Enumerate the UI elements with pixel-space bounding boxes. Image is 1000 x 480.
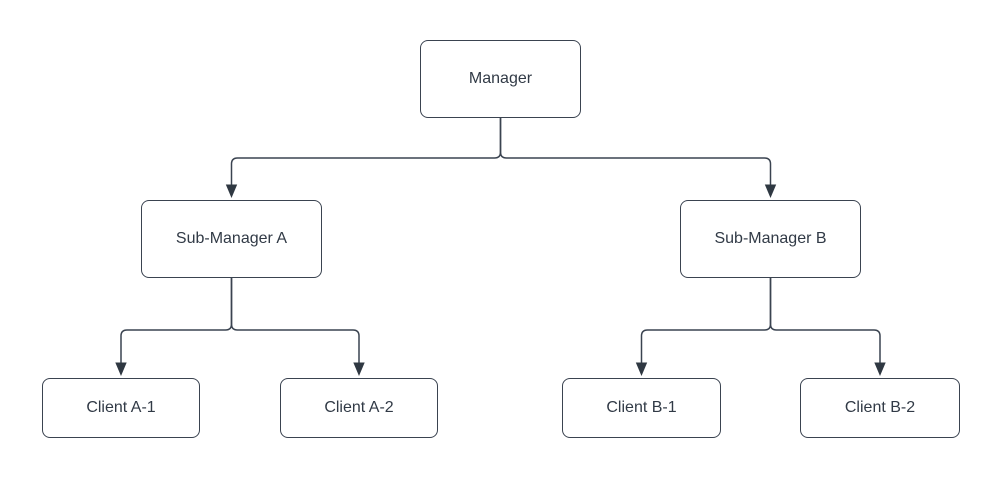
- arrowhead-client-a1: [115, 362, 127, 376]
- arrowhead-client-b1: [635, 362, 648, 376]
- edge-sub-manager-b-client-b1: [640, 278, 772, 364]
- node-client-a1: Client A-1: [42, 378, 200, 438]
- edge-sub-manager-a-client-a2: [230, 278, 360, 364]
- edge-manager-sub-manager-a: [230, 118, 502, 186]
- node-client-b2: Client B-2: [800, 378, 960, 438]
- node-client-a2-label: Client A-2: [324, 399, 394, 417]
- arrowhead-client-a2: [353, 362, 365, 376]
- node-client-b1: Client B-1: [562, 378, 721, 438]
- node-client-b1-label: Client B-1: [606, 399, 677, 417]
- arrowhead-sub-manager-a: [225, 184, 238, 198]
- node-sub-manager-a-label: Sub-Manager A: [175, 230, 288, 248]
- node-client-a1-label: Client A-1: [86, 399, 156, 417]
- edge-manager-sub-manager-b: [499, 118, 772, 186]
- node-sub-manager-b: Sub-Manager B: [680, 200, 861, 278]
- arrowhead-sub-manager-b: [764, 184, 777, 198]
- node-manager-label: Manager: [468, 70, 533, 88]
- node-sub-manager-a: Sub-Manager A: [141, 200, 322, 278]
- node-sub-manager-b-label: Sub-Manager B: [714, 230, 827, 248]
- arrowhead-client-b2: [874, 362, 886, 376]
- node-client-b2-label: Client B-2: [844, 399, 916, 417]
- edge-sub-manager-b-client-b2: [769, 278, 881, 364]
- node-client-a2: Client A-2: [280, 378, 438, 438]
- edge-sub-manager-a-client-a1: [120, 278, 233, 364]
- node-manager: Manager: [420, 40, 581, 118]
